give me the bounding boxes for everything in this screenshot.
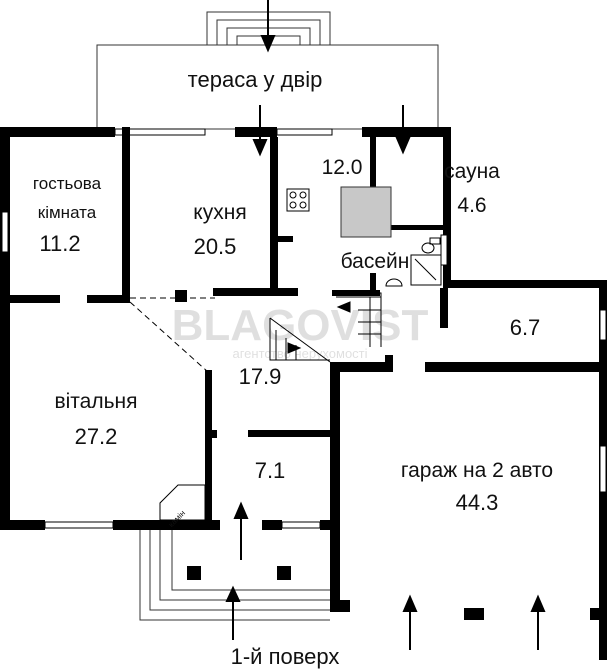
- guest-room-label-2: кімната: [38, 203, 97, 222]
- arrow-up-icon: [233, 501, 249, 560]
- arrow-up-icon: [530, 594, 546, 650]
- open-plan-dashes: [129, 297, 215, 373]
- guest-room-area: 11.2: [39, 231, 80, 256]
- garage-area: 44.3: [456, 490, 499, 515]
- arrow-up-icon: [402, 594, 418, 650]
- toilet-icon: [421, 237, 441, 254]
- arrow-down-icon: [252, 105, 268, 157]
- pool-basin: [340, 186, 392, 238]
- pool-label: басейн: [341, 250, 410, 273]
- kitchen-area: 20.5: [194, 234, 237, 259]
- entry-arrows: [225, 0, 546, 650]
- fireplace-icon: камін: [159, 484, 206, 529]
- arrow-down-icon: [395, 105, 411, 155]
- watermark-tagline: агентство нерухомості: [232, 346, 367, 361]
- watermark: BLAGOVIST агентство нерухомості: [172, 301, 429, 361]
- garage-label: гараж на 2 авто: [401, 459, 553, 482]
- hall-area: 17.9: [239, 364, 282, 389]
- living-room-label: вітальня: [54, 390, 137, 413]
- watermark-brand: BLAGOVIST: [172, 301, 429, 350]
- storage-area: 6.7: [510, 315, 541, 340]
- guest-room-label-1: гостьова: [33, 174, 102, 193]
- arrow-down-icon: [260, 0, 276, 53]
- pool-area: 12.0: [322, 156, 363, 179]
- sauna-area: 4.6: [457, 194, 486, 217]
- terrace-label: тераса у двір: [188, 67, 323, 92]
- living-room-area: 27.2: [75, 424, 118, 449]
- kitchen-label: кухня: [193, 201, 246, 224]
- entrance-steps: [139, 528, 330, 621]
- shower-icon: [410, 254, 442, 286]
- sauna-label: сауна: [444, 160, 500, 183]
- staircase-icon: [269, 292, 382, 363]
- sink-icon: [385, 278, 403, 287]
- floor-title: 1-й поверх: [231, 644, 340, 669]
- arrow-up-icon: [225, 585, 241, 640]
- stove-icon: [286, 188, 310, 212]
- entrance-area: 7.1: [255, 458, 286, 483]
